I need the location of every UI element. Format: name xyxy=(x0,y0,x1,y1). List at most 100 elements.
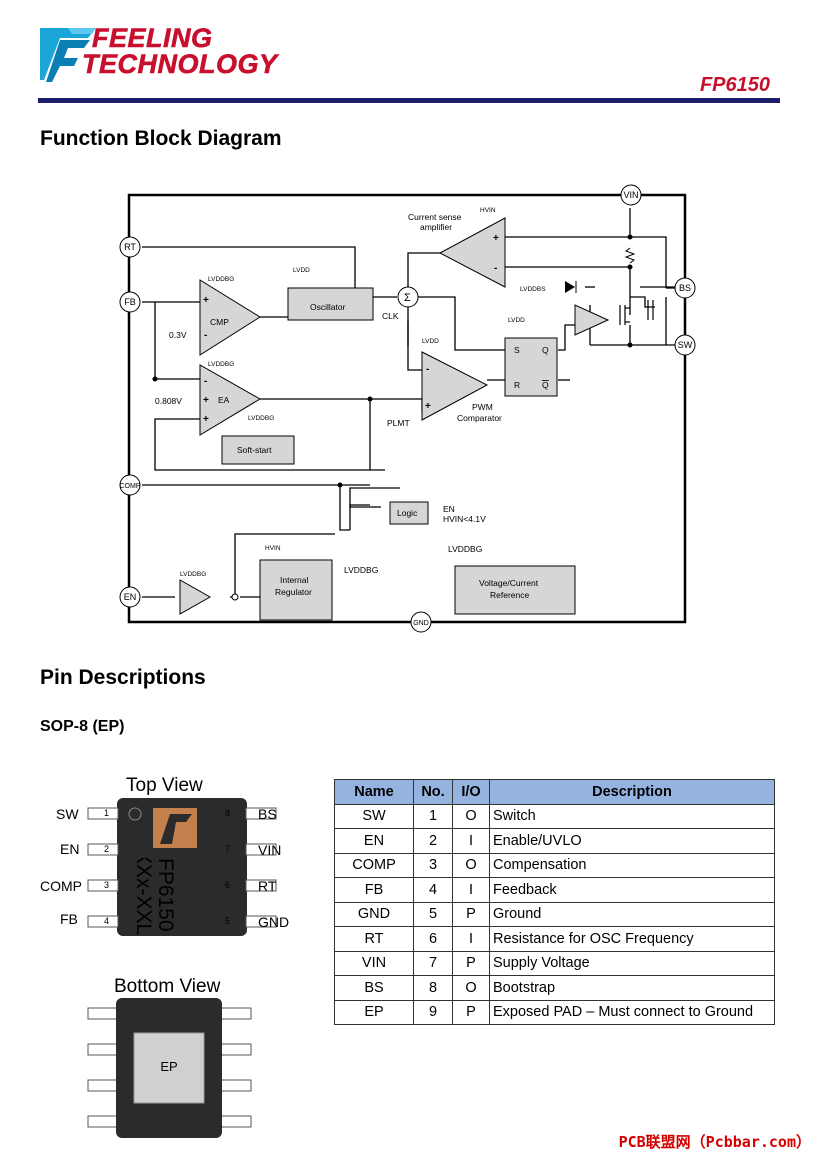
brand-name-line1: FEELING xyxy=(92,23,213,54)
pin-number-cell: 2 xyxy=(413,828,453,854)
pin-gnd-label: GND xyxy=(413,620,429,627)
pin-sw xyxy=(674,334,696,356)
left-pin-1-name: SW xyxy=(56,806,79,822)
pwm-plus: + xyxy=(425,401,431,412)
part-number: FP6150 xyxy=(699,74,770,96)
label-softstart: Soft-start xyxy=(237,445,272,455)
label-logic: Logic xyxy=(397,508,418,518)
label-hvin-reg: HVIN xyxy=(265,545,281,552)
pin-number-cell: 4 xyxy=(413,877,453,903)
section-title-block-diagram: Function Block Diagram xyxy=(40,127,282,150)
vref-block xyxy=(454,565,576,615)
pin-name-cell: COMP xyxy=(334,852,414,878)
bottom-view-package: EP xyxy=(87,998,252,1138)
csa-minus: - xyxy=(494,263,497,274)
pin-number-cell: 8 xyxy=(413,975,453,1001)
pin-io-cell: P xyxy=(452,950,490,976)
left-pin-1-num: 1 xyxy=(104,808,110,818)
pin-description-cell: Supply Voltage xyxy=(489,950,775,976)
label-reg-out: LVDDBG xyxy=(344,565,378,575)
label-lvddbs: LVDDBS xyxy=(520,286,546,293)
pin-bs-label: BS xyxy=(679,283,691,293)
internal-regulator xyxy=(259,559,333,621)
left-pin-2-name: EN xyxy=(60,841,80,857)
sr-latch xyxy=(504,337,558,397)
pin-sw-label: SW xyxy=(678,340,693,350)
pin-io-cell: P xyxy=(452,999,490,1025)
pin-number-cell: 6 xyxy=(413,926,453,952)
left-pin-3-name: COMP xyxy=(40,878,82,894)
pin-comp-label: COMP xyxy=(120,483,141,490)
label-qbar: Q xyxy=(542,380,549,390)
bottom-view-label: Bottom View xyxy=(114,976,221,997)
pin-7-lead xyxy=(245,843,277,856)
label-clk: CLK xyxy=(382,311,399,321)
label-oscillator: Oscillator xyxy=(310,302,346,312)
label-current-sense-1: Current sense xyxy=(408,212,462,222)
right-pin-7-name: VIN xyxy=(258,842,282,858)
top-view-label: Top View xyxy=(126,775,203,796)
oscillator-block xyxy=(287,287,374,321)
label-lvdd-osc: LVDD xyxy=(293,267,310,274)
function-block-diagram: RT FB COMP EN VIN BS SW GND Current sens… xyxy=(119,184,696,633)
left-pin-3-num: 3 xyxy=(104,880,110,890)
pin-description-cell: Switch xyxy=(489,803,775,829)
pin-io-cell: I xyxy=(452,877,490,903)
label-s: S xyxy=(514,345,520,355)
left-pin-4-num: 4 xyxy=(104,916,110,926)
bootstrap-diode-icon xyxy=(565,281,575,293)
pin-name-cell: VIN xyxy=(334,950,414,976)
pin-fb xyxy=(119,291,141,313)
pin-name-cell: EP xyxy=(334,999,414,1025)
pin-io-cell: I xyxy=(452,828,490,854)
pin-io-cell: P xyxy=(452,901,490,927)
power-mosfet-icon xyxy=(619,300,654,325)
col-header-description: Description xyxy=(489,779,775,805)
left-pin-4-name: FB xyxy=(60,911,78,927)
summing-node-icon xyxy=(397,286,419,308)
watermark: PCB联盟网（Pcbbar.com） xyxy=(618,1133,811,1151)
label-q: Q xyxy=(542,345,549,355)
pin-rt xyxy=(119,236,141,258)
pin-6-lead xyxy=(245,879,277,892)
pin-io-cell: O xyxy=(452,975,490,1001)
pin-description-cell: Enable/UVLO xyxy=(489,828,775,854)
pin-3-lead xyxy=(87,879,119,892)
ea-plus-1: + xyxy=(203,395,209,406)
col-header-name: Name xyxy=(334,779,414,805)
logic-block xyxy=(389,501,429,525)
pin-number-cell: 7 xyxy=(413,950,453,976)
cmp-plus: + xyxy=(203,295,209,306)
pwm-minus: - xyxy=(426,364,429,375)
pin-1-lead xyxy=(87,807,119,820)
pin-name-cell: EN xyxy=(334,828,414,854)
ep-label: EP xyxy=(160,1059,177,1074)
label-vref-2: Reference xyxy=(490,590,529,600)
label-vref-supply: LVDDBG xyxy=(448,544,482,554)
pin-name-cell: RT xyxy=(334,926,414,952)
label-pwm-1: PWM xyxy=(472,402,493,412)
pin-number-cell: 1 xyxy=(413,803,453,829)
schmitt-buffer xyxy=(179,579,212,615)
label-reg-1: Internal xyxy=(280,575,308,585)
pin-en xyxy=(119,586,141,608)
soft-start-block xyxy=(221,435,295,465)
pin-gnd xyxy=(410,611,432,633)
pin-io-cell: O xyxy=(452,803,490,829)
pin-description-cell: Compensation xyxy=(489,852,775,878)
right-pin-7-num: 7 xyxy=(225,844,231,854)
ea-plus-2: + xyxy=(203,414,209,425)
pin-number-cell: 9 xyxy=(413,999,453,1025)
pin-name-cell: BS xyxy=(334,975,414,1001)
label-r: R xyxy=(514,380,520,390)
label-lvddbg-cmp: LVDDBG xyxy=(208,276,234,283)
chip-marking-2: XXx-XXL xyxy=(135,858,155,935)
